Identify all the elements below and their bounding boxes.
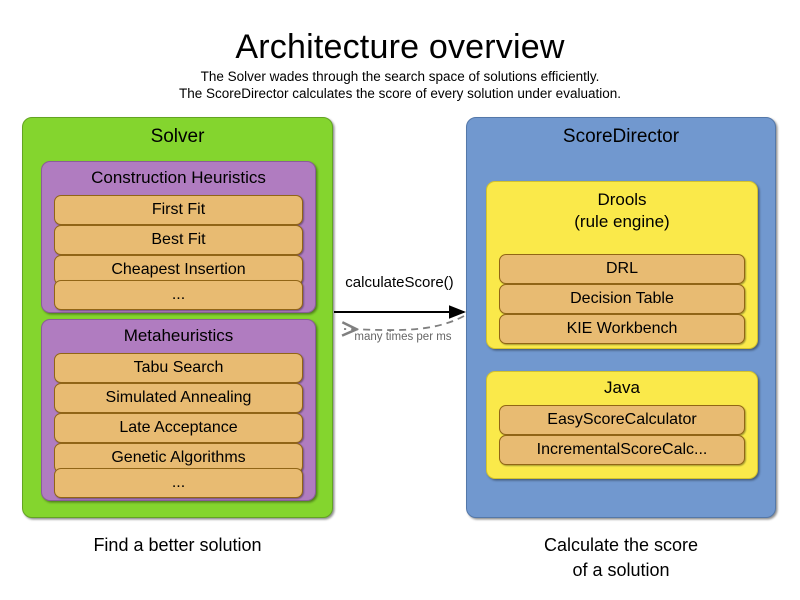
arrow-many-times-per-ms — [344, 315, 465, 330]
item-decision-table[interactable]: Decision Table — [499, 284, 745, 314]
arrow-label-many-times-per-ms: many times per ms — [354, 331, 452, 343]
item-incremental-score-calculator[interactable]: IncrementalScoreCalc... — [499, 435, 745, 465]
group-subtitle-drools: (rule engine) — [574, 212, 670, 231]
group-title-metaheuristics: Metaheuristics — [123, 326, 234, 345]
item-drl[interactable]: DRL — [499, 254, 745, 284]
caption-left-line-1: Find a better solution — [93, 535, 262, 555]
subtitle-line-1: The Solver wades through the search spac… — [200, 69, 600, 84]
arrow-label-calculate-score: calculateScore() — [345, 274, 454, 291]
caption-find-better-solution: Find a better solution — [22, 533, 333, 558]
item-simulated-annealing[interactable]: Simulated Annealing — [54, 383, 303, 413]
group-title-construction-heuristics: Construction Heuristics — [91, 168, 266, 187]
group-title-java: Java — [604, 378, 640, 397]
group-metaheuristics[interactable]: Metaheuristics Tabu Search Simulated Ann… — [41, 319, 316, 501]
group-construction-heuristics[interactable]: Construction Heuristics First Fit Best F… — [41, 161, 316, 313]
subtitle-line-2: The ScoreDirector calculates the score o… — [179, 86, 621, 101]
solver-panel-title: Solver — [150, 126, 205, 147]
diagram-header: Architecture overview The Solver wades t… — [0, 0, 800, 102]
solver-panel[interactable]: Solver Construction Heuristics First Fit… — [22, 117, 333, 518]
caption-right-line-2: of a solution — [572, 560, 670, 580]
scoredirector-panel-title: ScoreDirector — [562, 126, 680, 147]
caption-right-line-1: Calculate the score — [543, 535, 699, 555]
item-best-fit[interactable]: Best Fit — [54, 225, 303, 255]
page-title: Architecture overview — [235, 28, 565, 66]
item-tabu-search[interactable]: Tabu Search — [54, 353, 303, 383]
item-metaheuristics-more[interactable]: ... — [54, 468, 303, 498]
item-kie-workbench[interactable]: KIE Workbench — [499, 314, 745, 344]
item-easy-score-calculator[interactable]: EasyScoreCalculator — [499, 405, 745, 435]
caption-calculate-score: Calculate the score of a solution — [466, 533, 776, 583]
item-construction-more[interactable]: ... — [54, 280, 303, 310]
group-drools[interactable]: Drools (rule engine) DRL Decision Table … — [486, 181, 758, 349]
item-first-fit[interactable]: First Fit — [54, 195, 303, 225]
scoredirector-panel[interactable]: ScoreDirector Drools (rule engine) DRL D… — [466, 117, 776, 518]
item-late-acceptance[interactable]: Late Acceptance — [54, 413, 303, 443]
group-java[interactable]: Java EasyScoreCalculator IncrementalScor… — [486, 371, 758, 479]
group-title-drools: Drools — [597, 190, 647, 209]
